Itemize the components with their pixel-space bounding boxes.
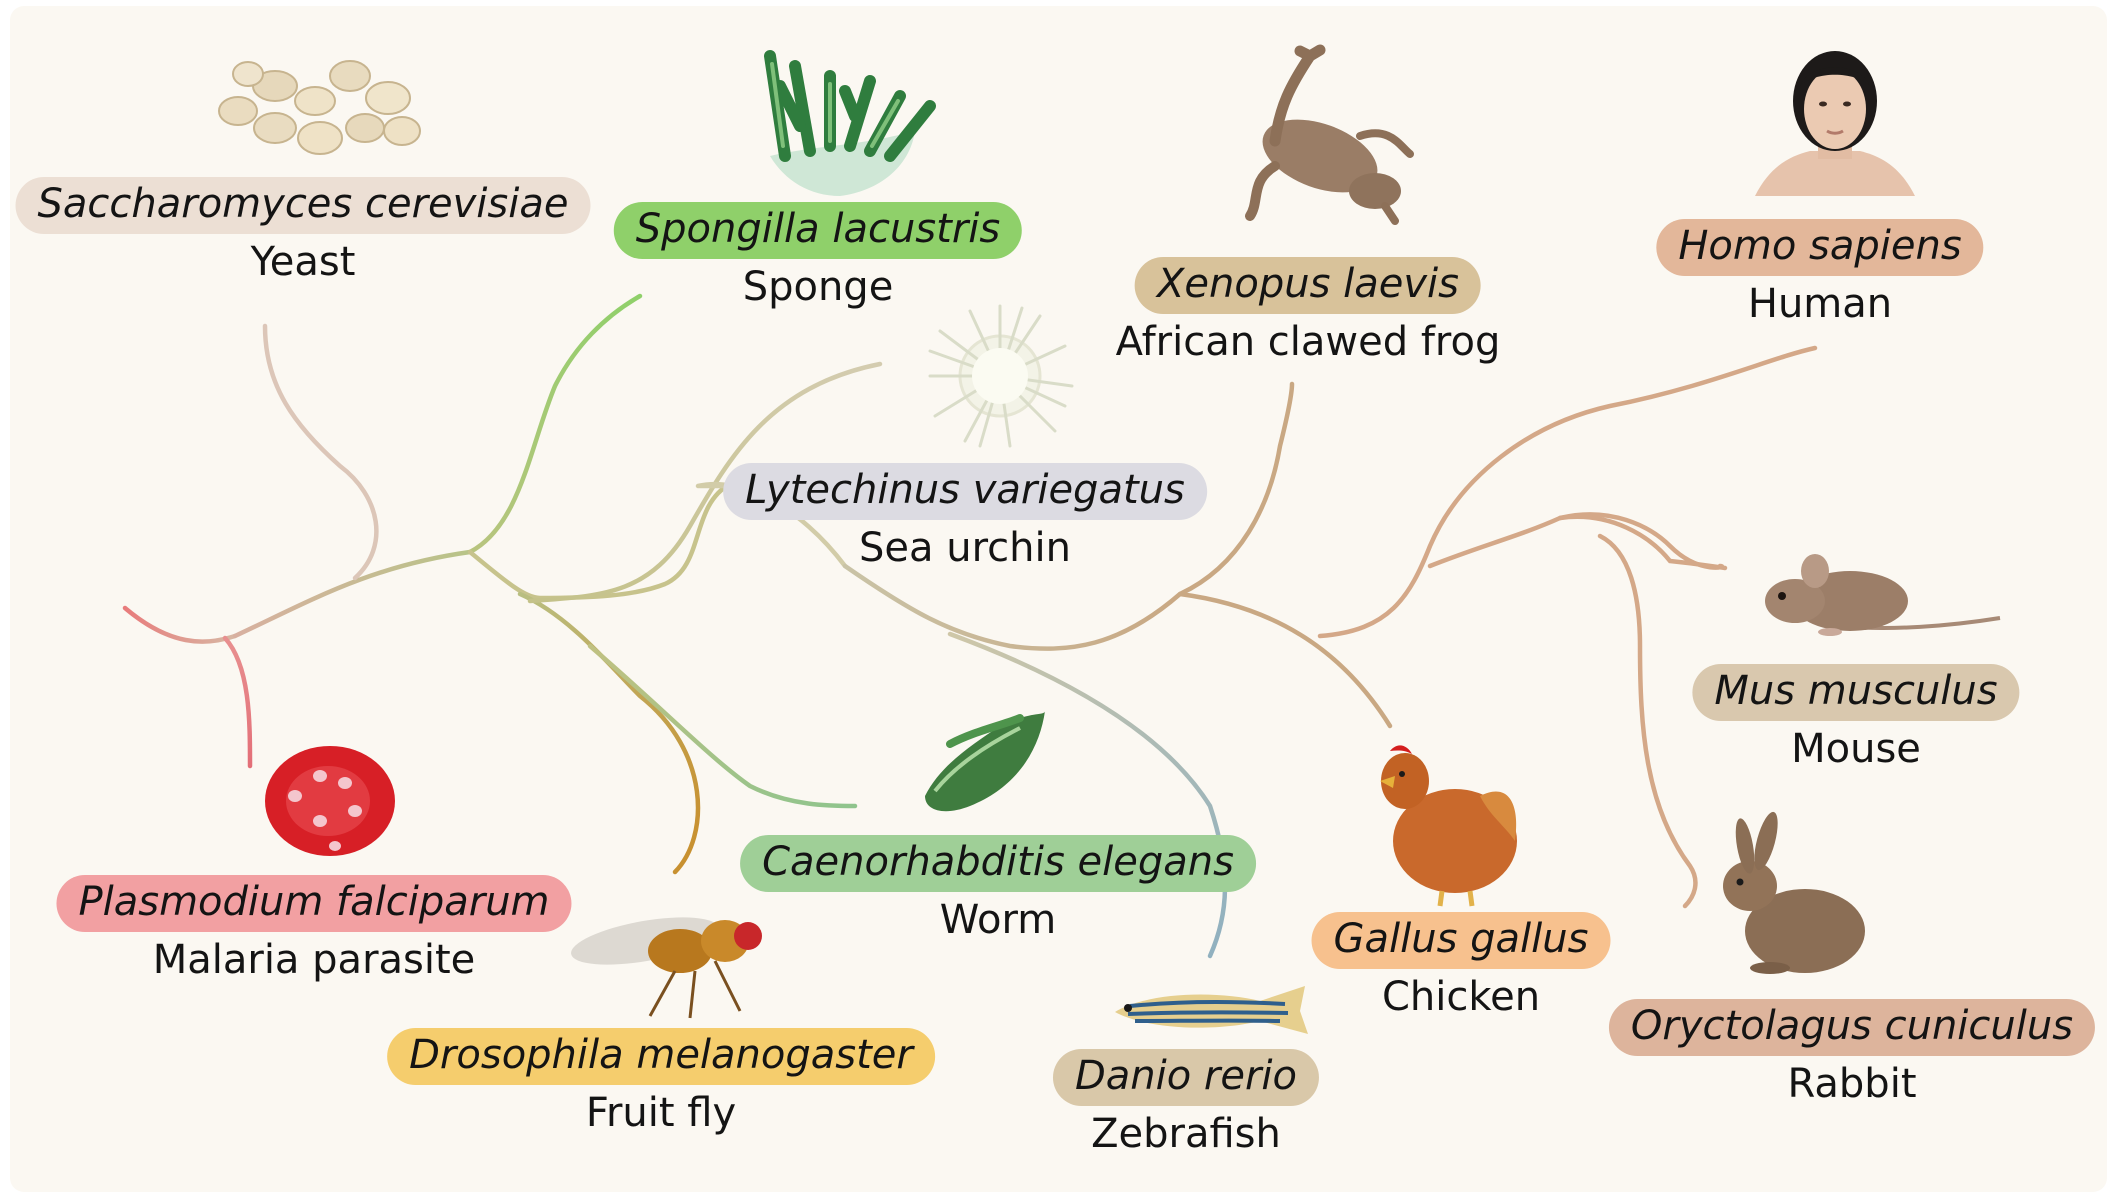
organism-chicken: Gallus gallus Chicken	[1311, 912, 1611, 1021]
scientific-name: Lytechinus variegatus	[723, 463, 1207, 520]
organism-yeast: Saccharomyces cerevisiae Yeast	[15, 177, 591, 286]
common-name: African clawed frog	[1115, 319, 1501, 365]
scientific-name: Homo sapiens	[1656, 219, 1984, 276]
organism-sea-urchin: Lytechinus variegatus Sea urchin	[723, 463, 1207, 572]
scientific-name: Oryctolagus cuniculus	[1608, 999, 2096, 1056]
chicken-icon	[1380, 745, 1517, 907]
rabbit-icon	[1723, 811, 1865, 974]
common-name: Fruit fly	[585, 1090, 737, 1136]
common-name: Worm	[939, 897, 1057, 943]
mouse-icon	[1765, 554, 2001, 636]
worm-icon	[925, 711, 1045, 812]
organism-human: Homo sapiens Human	[1656, 219, 1984, 328]
common-name: Sea urchin	[859, 525, 1071, 571]
diagram-canvas: Saccharomyces cerevisiae Yeast Spongilla…	[10, 6, 2107, 1192]
sea-urchin-icon	[928, 304, 1074, 448]
phylogenetic-tree	[122, 44, 2001, 1034]
organism-malaria-parasite: Plasmodium falciparum Malaria parasite	[56, 875, 572, 984]
organism-zebrafish: Danio rerio Zebrafish	[1052, 1049, 1320, 1158]
sponge-icon	[764, 50, 936, 196]
scientific-name: Plasmodium falciparum	[56, 875, 572, 932]
organism-worm: Caenorhabditis elegans Worm	[740, 835, 1256, 944]
organism-fruit-fly: Drosophila melanogaster Fruit fly	[387, 1028, 935, 1137]
red-blood-cell-icon	[265, 746, 395, 856]
common-name: Rabbit	[1787, 1061, 1917, 1107]
organism-sponge: Spongilla lacustris Sponge	[613, 202, 1023, 311]
yeast-cells-icon	[218, 60, 421, 155]
common-name: Zebrafish	[1091, 1111, 1281, 1157]
organism-mouse: Mus musculus Mouse	[1692, 664, 2020, 773]
organism-rabbit: Oryctolagus cuniculus Rabbit	[1608, 999, 2096, 1108]
scientific-name: Drosophila melanogaster	[387, 1028, 935, 1085]
zebrafish-icon	[1115, 986, 1308, 1034]
common-name: Malaria parasite	[152, 937, 476, 983]
common-name: Human	[1747, 281, 1893, 327]
common-name: Sponge	[742, 264, 894, 310]
frog-icon	[1245, 44, 1414, 225]
fruit-fly-icon	[571, 917, 762, 1019]
scientific-name: Gallus gallus	[1311, 912, 1611, 969]
common-name: Yeast	[250, 239, 356, 285]
scientific-name: Xenopus laevis	[1135, 257, 1481, 314]
human-icon	[1755, 51, 1915, 196]
organism-frog: Xenopus laevis African clawed frog	[1115, 257, 1501, 366]
common-name: Chicken	[1381, 974, 1541, 1020]
scientific-name: Danio rerio	[1052, 1049, 1320, 1106]
scientific-name: Saccharomyces cerevisiae	[15, 177, 591, 234]
scientific-name: Caenorhabditis elegans	[740, 835, 1256, 892]
scientific-name: Mus musculus	[1692, 664, 2020, 721]
common-name: Mouse	[1791, 726, 1921, 772]
scientific-name: Spongilla lacustris	[613, 202, 1023, 259]
